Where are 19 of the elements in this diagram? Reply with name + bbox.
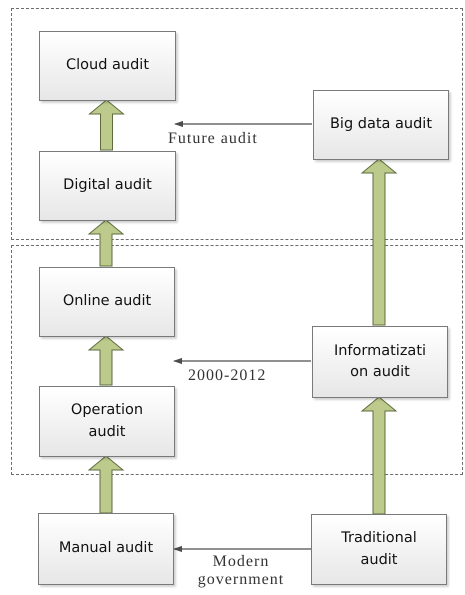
- block-arrow: [88, 335, 124, 386]
- process-box: Online audit: [39, 267, 175, 337]
- block-arrow: [360, 396, 398, 514]
- process-box: Digital audit: [39, 151, 176, 221]
- process-box: Cloud audit: [39, 31, 176, 101]
- block-arrow: [88, 455, 124, 514]
- block-arrow: [88, 99, 125, 150]
- arrow: [173, 546, 311, 552]
- process-box: Big data audit: [313, 90, 449, 160]
- process-box: Manual audit: [38, 513, 174, 585]
- arrow: [173, 358, 311, 364]
- block-arrow: [88, 219, 124, 266]
- dashed-region: [11, 245, 463, 475]
- process-box: Informatizati on audit: [312, 326, 448, 398]
- block-arrow: [360, 158, 398, 326]
- arrow: [174, 120, 312, 128]
- dashed-region: [11, 8, 463, 240]
- process-box: Operation audit: [39, 386, 175, 457]
- process-box: Traditional audit: [311, 514, 447, 585]
